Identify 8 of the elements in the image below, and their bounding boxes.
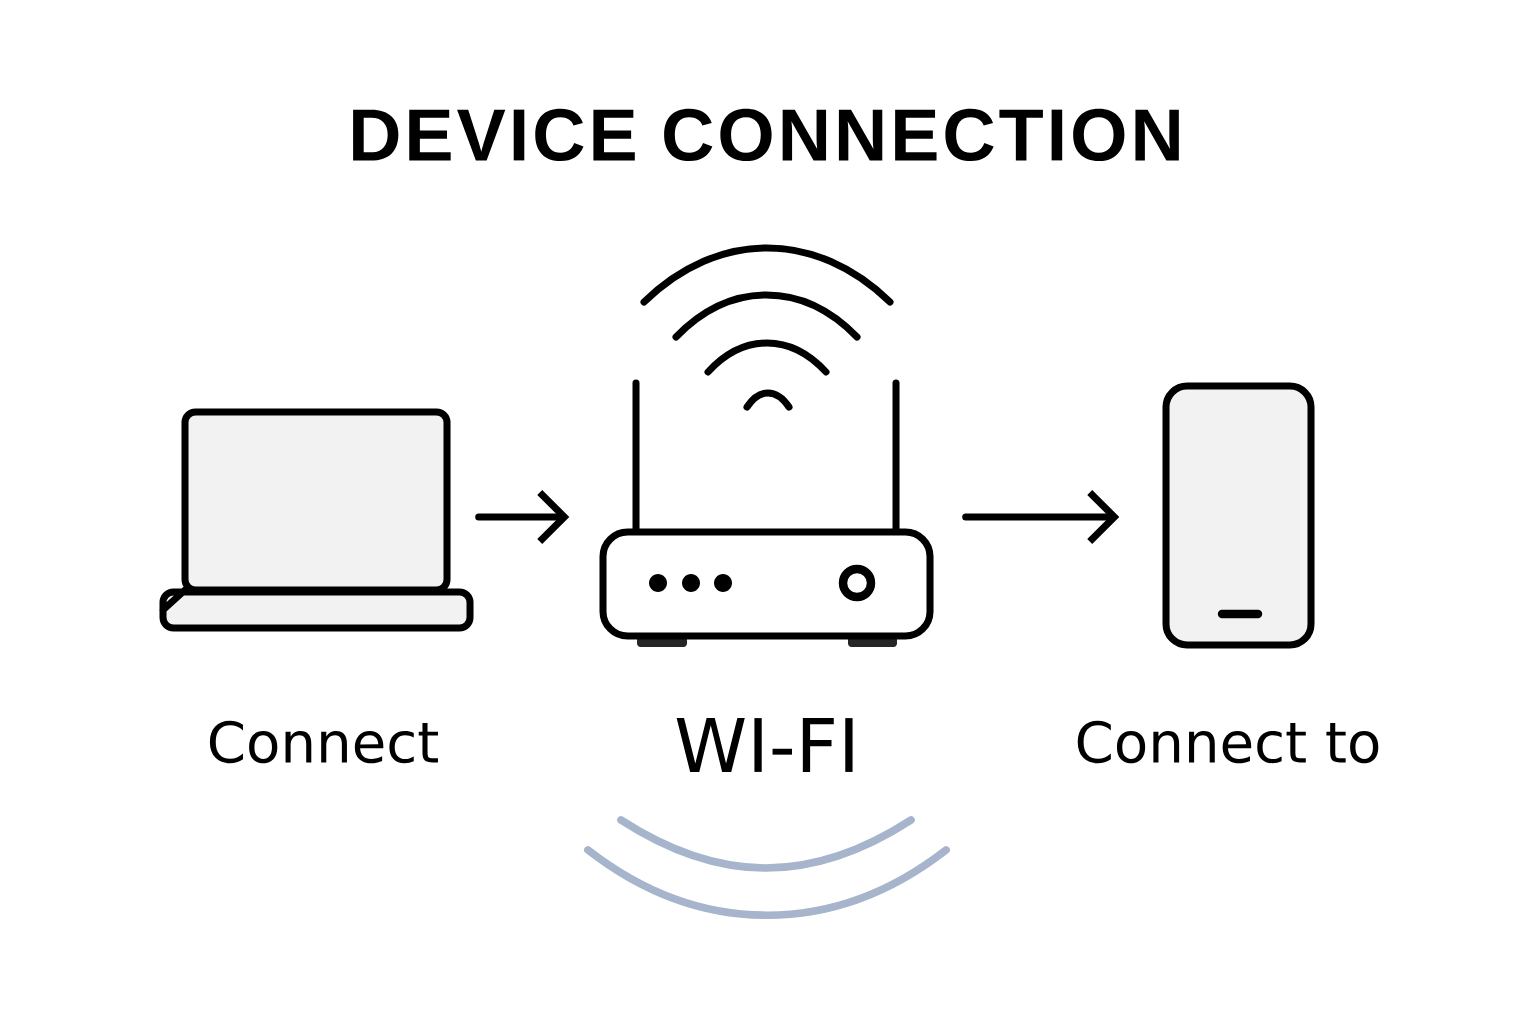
device-label: Connect to <box>1077 720 1379 764</box>
device-label: WI-FI <box>676 718 853 772</box>
router-drawing <box>599 244 934 647</box>
phone-drawing <box>1162 382 1315 649</box>
arrow <box>962 489 1120 545</box>
device-label: Connect <box>209 720 438 764</box>
title: DEVICE CONNECTION <box>353 108 1179 162</box>
laptop-drawing <box>159 408 474 632</box>
